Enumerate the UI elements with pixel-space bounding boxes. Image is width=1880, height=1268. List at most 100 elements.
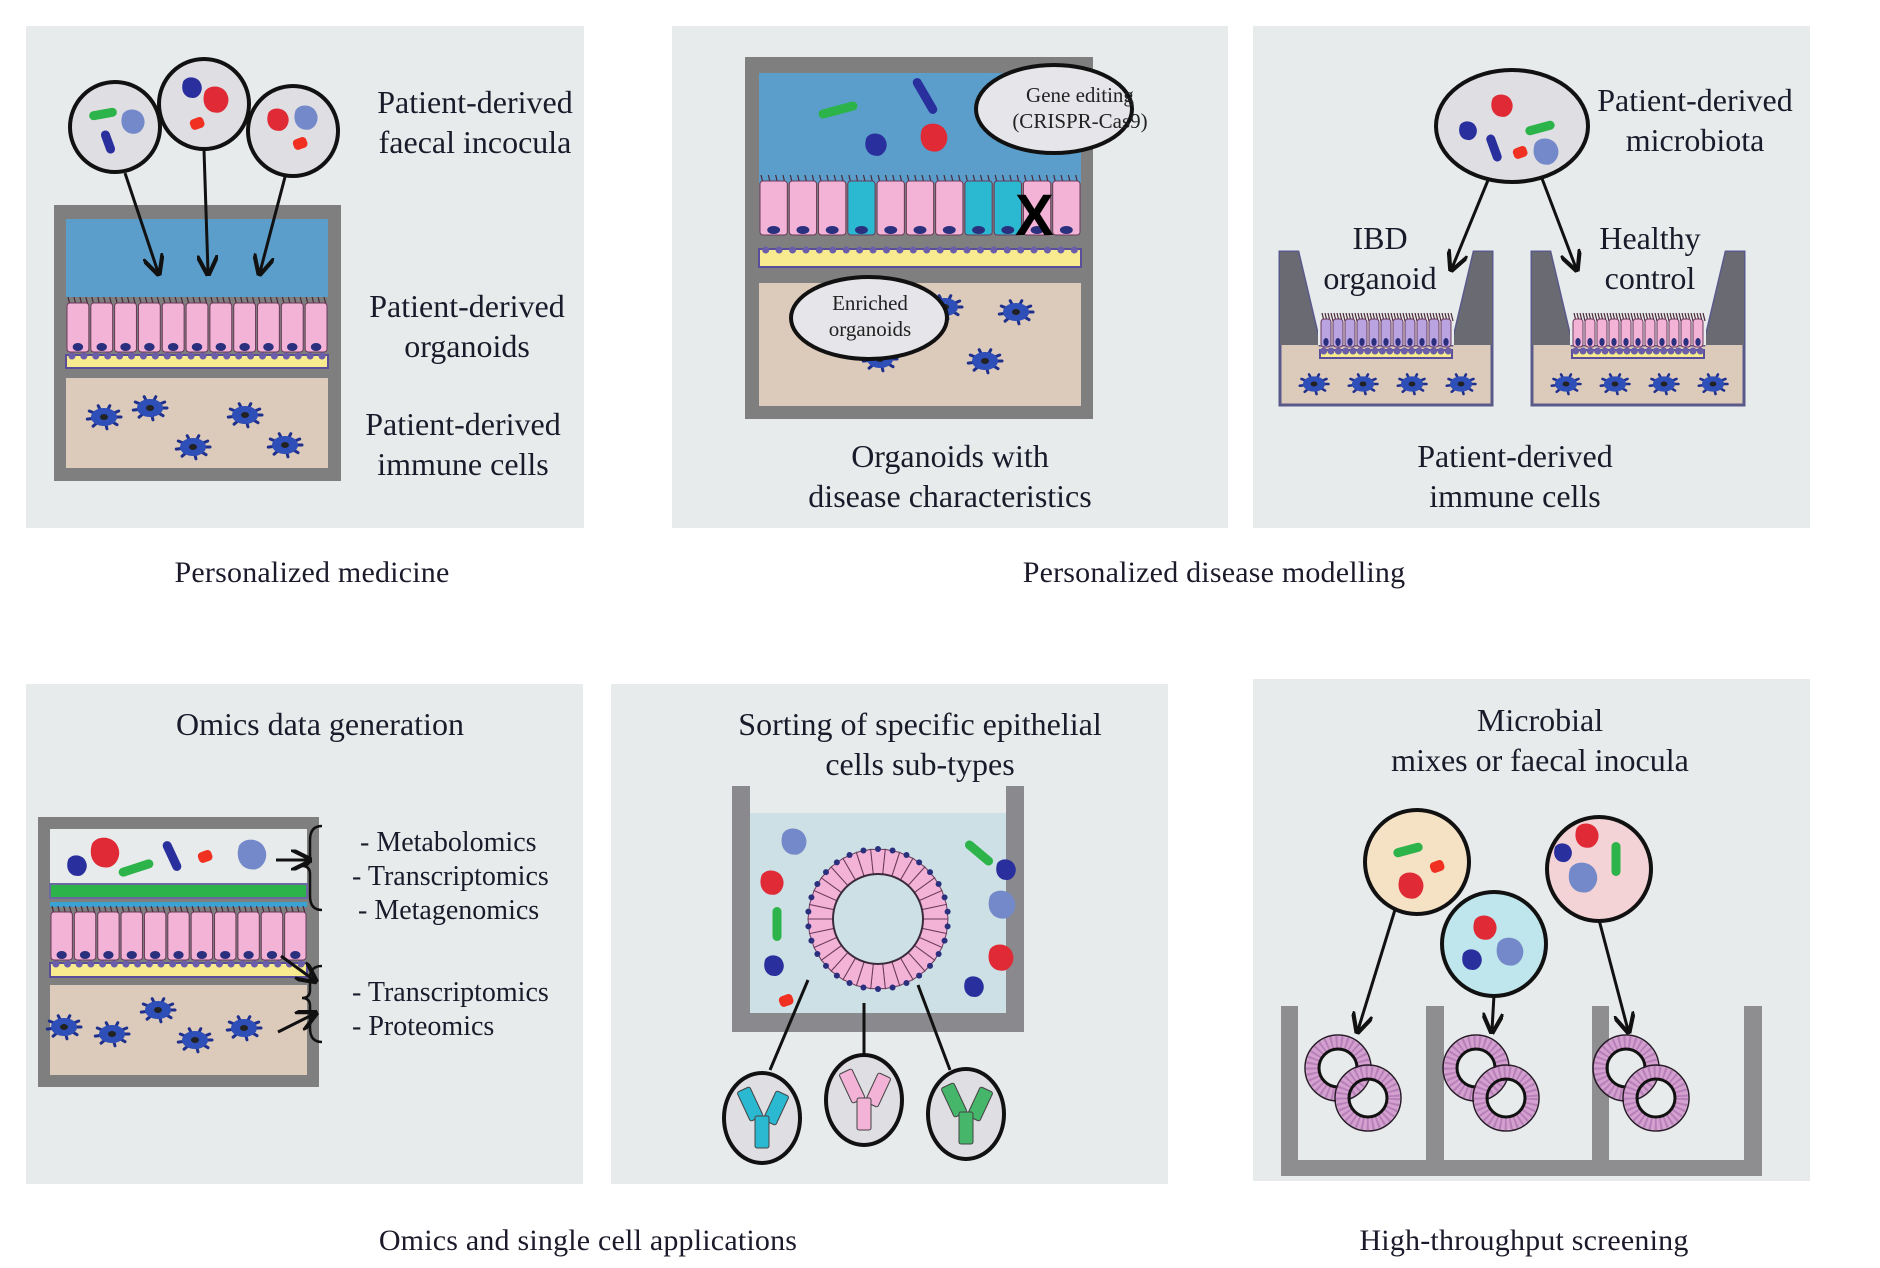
membrane-pore [122,960,130,968]
membrane-pore [1371,347,1379,355]
cell-nucleus [1611,338,1617,346]
blob-bacterium [988,944,1014,971]
epithelial-cell [167,911,190,961]
immune-cell-icon [1599,373,1631,396]
microvillus [1642,312,1646,322]
well-wall-left [1280,252,1320,345]
inoculum-circle [157,57,251,151]
cell-nucleus [825,226,839,234]
blob-body [964,976,984,997]
membrane-pore [1594,347,1602,355]
blob-body [1575,823,1599,848]
coccus-body [197,850,213,863]
coccus-bacterium [292,137,308,150]
epithelial-cell [209,302,233,353]
blob-bacterium [1533,138,1559,165]
label-line: Patient-derived [1597,82,1793,118]
lumen [50,829,307,885]
blob-bacterium [988,890,1016,919]
membrane-pore [1408,347,1416,355]
membrane-pore [1586,347,1594,355]
membrane-pore [1667,347,1675,355]
cell-nucleus [1671,338,1677,346]
cell-nucleus [1623,338,1629,346]
membrane-pore [68,352,76,360]
epithelial-cell [233,302,257,353]
membrane-pore [1682,347,1690,355]
cell-nucleus [875,846,881,852]
omics-arrow-epithelium [280,954,314,980]
membrane-pore [1623,347,1631,355]
microvillus [1402,312,1406,322]
epithelial-cell [120,911,143,961]
membrane-pore [204,960,212,968]
list-item: - Transcriptomics [352,861,549,892]
membrane-pore [187,352,195,360]
membrane-pore [882,246,890,254]
organoid-cells [1336,1066,1400,1130]
blob-body [1459,121,1477,141]
coccus-bacterium [197,850,213,863]
membrane-pore [1017,246,1025,254]
immune-cell-icon [1697,373,1729,396]
blob-bacterium [267,108,289,131]
cell-nucleus [805,908,812,915]
blob-bacterium [121,109,145,134]
membrane-pore [1660,347,1668,355]
cell-nucleus [1647,338,1653,346]
membrane-pore [923,246,931,254]
immune-cell-icon [997,299,1035,326]
membrane-pore [52,960,60,968]
membrane-pore [64,960,72,968]
brace-upper [301,824,323,912]
blob-bacterium [203,86,229,113]
cell-nucleus [808,937,815,944]
ibd-organoid-well [1278,250,1494,407]
membrane [65,352,329,369]
blob-body [920,123,948,152]
epithelial-cell [818,180,847,236]
membrane-pore [282,352,290,360]
epithelial-cell [260,911,284,961]
membrane-body [758,248,1082,268]
cell-nucleus [1030,226,1044,234]
cell-nucleus [1457,381,1465,387]
epithelial-layer [1320,312,1454,348]
blob-bacterium [90,837,120,868]
cell-nucleus [808,894,815,901]
membrane-pore [262,960,270,968]
membrane [49,960,308,978]
membrane [758,246,1082,268]
microvillus [1330,312,1334,322]
inoculum-arrow [1358,899,1400,1030]
label-healthy-control: Healthy control [1570,218,1730,298]
microbiota-circle [1434,68,1590,184]
cell-nucleus [1659,338,1665,346]
membrane-pore [789,246,797,254]
membrane-pore [80,352,88,360]
cell-nucleus [884,226,898,234]
caption-personalized-disease-modelling: Personalized disease modelling [1022,556,1406,589]
rod-body [772,907,782,941]
membrane-pore [223,352,231,360]
sorted-cell [856,1097,872,1131]
membrane-body [1571,349,1705,359]
inoculum-circle [246,84,340,178]
epithelial-cell [66,302,90,353]
cell-nucleus [814,951,821,957]
epithelial-cell [905,180,935,236]
immune-cell-icon [176,1027,214,1054]
epithelial-cell [1332,318,1344,348]
rod-bacterium [1486,134,1502,162]
rod-body [964,840,994,866]
membrane [1319,347,1453,359]
caption-personalized-medicine: Personalized medicine [174,556,450,589]
organoid-pair [1304,1034,1402,1132]
immune-cell-icon [1347,373,1379,396]
epithelial-cell [90,302,114,353]
cell-nucleus [1660,381,1668,387]
cell-nucleus [1408,381,1416,387]
cell-nucleus [972,226,985,234]
blob-bacterium [1496,937,1524,966]
organoid-lumen [1485,1077,1527,1119]
